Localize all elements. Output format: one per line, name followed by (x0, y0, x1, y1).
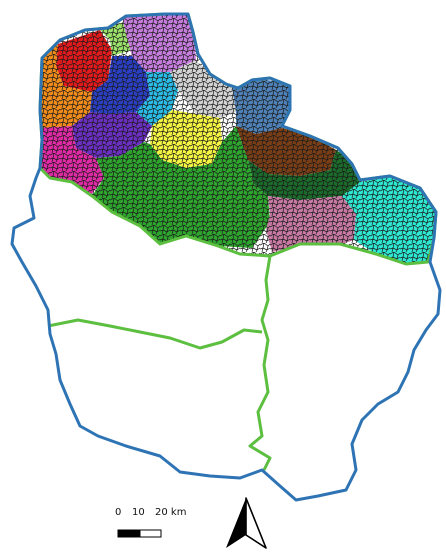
north-arrow-icon (226, 497, 267, 549)
zone-fills (40, 14, 436, 264)
scale-bar (117, 529, 162, 538)
west-interior-boundary-line (47, 318, 263, 350)
interior-boundary-line (248, 255, 272, 471)
scale-label-10: 10 (132, 507, 145, 518)
scale-label-0: 0 (115, 507, 122, 518)
region-boundary-line (10, 12, 442, 502)
commune-mesh (40, 14, 436, 264)
scale-bar-segment-white (139, 529, 162, 538)
scale-label-20km: 20 km (155, 507, 187, 518)
scale-bar-segment-black (117, 529, 141, 538)
